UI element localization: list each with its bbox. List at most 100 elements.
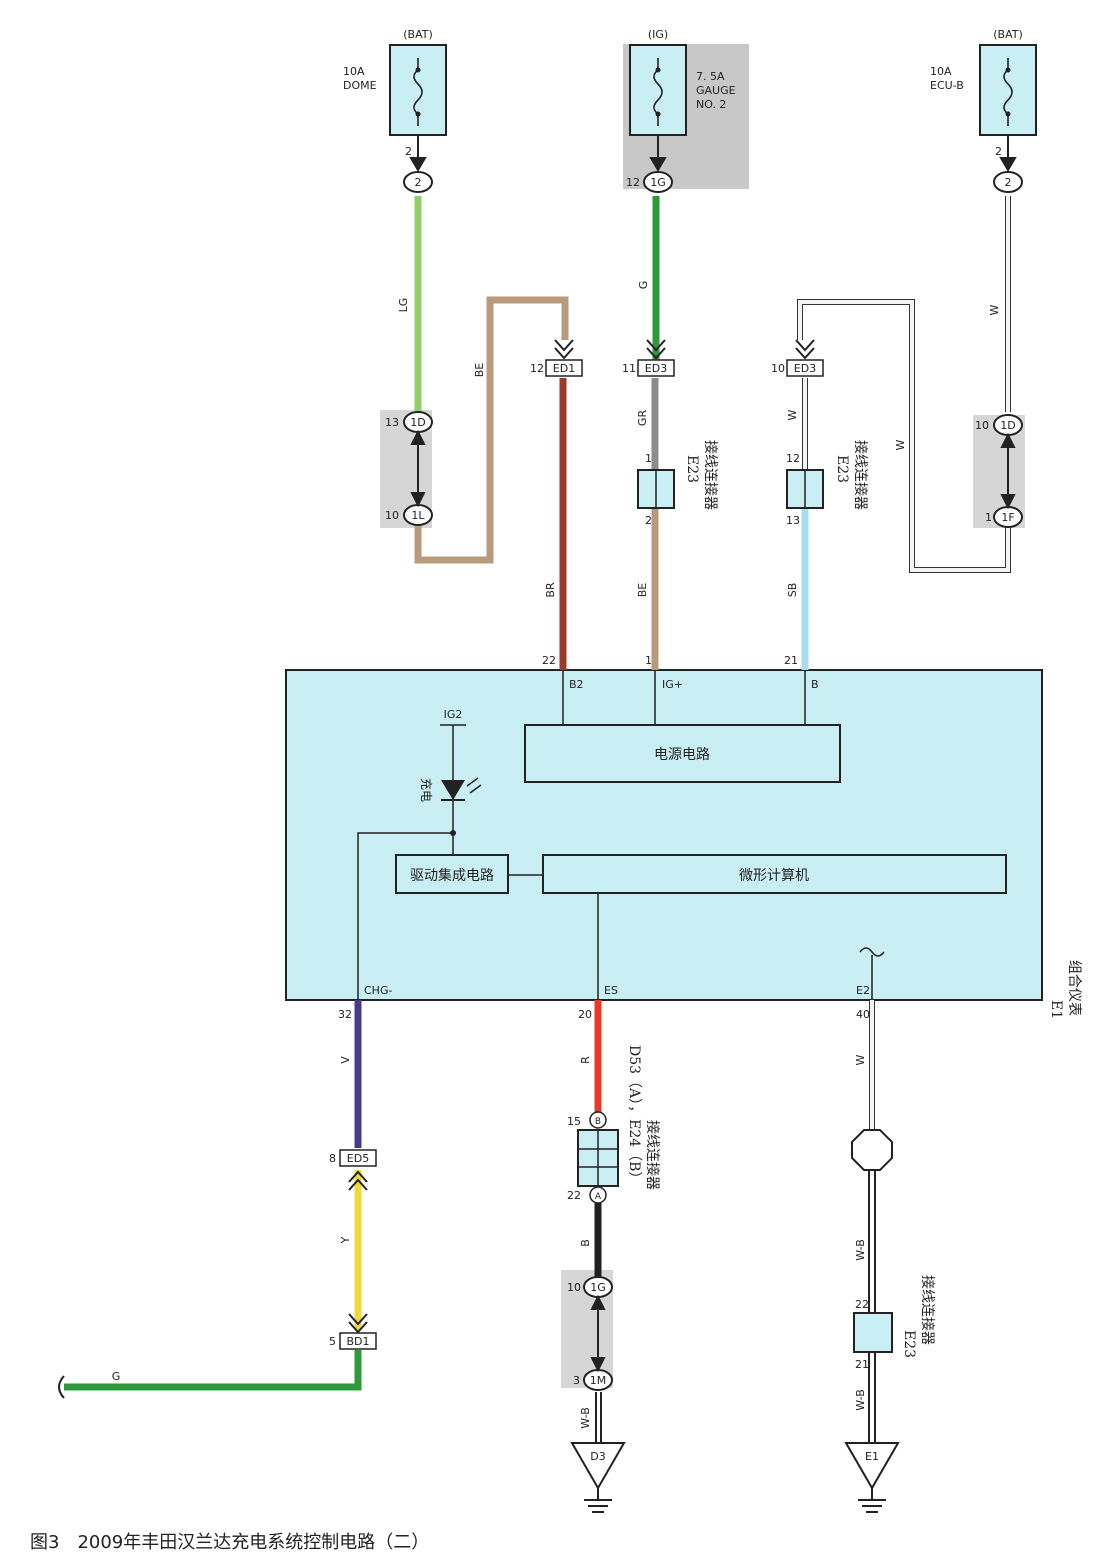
ig2-label: IG2 [444, 708, 463, 721]
fuse-ecu-b [979, 44, 1037, 136]
wire-label-sb: SB [786, 583, 799, 598]
wire-label-gr: GR [636, 410, 649, 427]
meter-pin-e2: 40 [856, 1008, 870, 1021]
right-supply-label: (BAT) [993, 28, 1023, 41]
rect-connectors [339, 359, 824, 1350]
fuse-dome [389, 44, 447, 136]
wire-label-g-bottom: G [112, 1370, 121, 1383]
e23-mid-pin-in: 1 [645, 452, 652, 465]
meter-term-chg: CHG- [364, 984, 392, 997]
ed5-name: ED5 [347, 1152, 369, 1165]
junction-octagon [851, 1129, 893, 1171]
microcomputer-label: 微形计算机 [739, 868, 809, 884]
left-fuse-name: DOME [343, 79, 377, 92]
wires [64, 196, 1011, 1443]
wire-label-r: R [579, 1056, 592, 1064]
wire-label-w-right: W [988, 304, 1001, 315]
charge-lamp-label: 充电 [419, 778, 434, 802]
power-circuit-label: 电源电路 [654, 747, 710, 763]
middle-fuse-name-1: GAUGE [696, 84, 736, 97]
meter-pin-b2: 22 [542, 654, 556, 667]
wire-label-be-low: BE [636, 583, 649, 598]
e23-right-label: E23 [834, 455, 850, 483]
wire-label-br: BR [544, 582, 557, 598]
ed3-mid-pin: 11 [622, 362, 636, 375]
meter-pin-chg: 32 [338, 1008, 352, 1021]
wire-label-lg: LG [397, 298, 410, 313]
c1g-low-name: 1G [590, 1281, 606, 1294]
e23-right-desc: 接线连接器 [852, 440, 869, 510]
bd1-name: BD1 [346, 1335, 369, 1348]
e23-low-pin-out: 21 [855, 1358, 869, 1371]
e23-low-label: E23 [901, 1330, 917, 1358]
d53-pin-a: 22 [567, 1189, 581, 1202]
meter-pin-ig: 1 [645, 654, 652, 667]
c1g-low-pin: 10 [567, 1281, 581, 1294]
c1d-left-pin: 13 [385, 416, 399, 429]
ed3-mid-name: ED3 [645, 362, 667, 375]
bd1-pin: 5 [329, 1335, 336, 1348]
junction-connectors [577, 469, 893, 1353]
wire-label-be-top: BE [473, 363, 486, 378]
c1l-left-pin: 10 [385, 509, 399, 522]
wire-be-loop [414, 296, 569, 564]
right-fuse-pin: 2 [995, 145, 1002, 158]
charge-warning-led-icon [441, 777, 482, 801]
c1m-low-pin: 3 [573, 1374, 580, 1387]
middle-fuse-rating: 7. 5A [696, 70, 725, 83]
meter-term-es: ES [604, 984, 618, 997]
fuse-gauge-no2 [629, 44, 687, 136]
wire-end-curl [58, 1375, 65, 1399]
ground-e1 [844, 1442, 900, 1513]
combination-meter-panel [285, 669, 1043, 1001]
meter-pin-es: 20 [578, 1008, 592, 1021]
e23-low-desc: 接线连接器 [919, 1275, 936, 1345]
wire-label-wb1: W-B [854, 1239, 867, 1261]
driver-ic-label: 驱动集成电路 [410, 867, 494, 884]
meter-term-ig: IG+ [662, 678, 683, 691]
ed3-right-name: ED3 [794, 362, 816, 375]
wire-label-v: V [339, 1056, 352, 1064]
junction-dot [450, 830, 456, 836]
connector-pair-arrows [410, 429, 1016, 1373]
e23-mid-desc: 接线连接器 [702, 440, 719, 510]
ground-e1-label: E1 [865, 1450, 879, 1463]
left-fuse-pin: 2 [405, 145, 412, 158]
chevrons [348, 339, 815, 1334]
d53-pin-b: 15 [567, 1115, 581, 1128]
driver-ic-box [395, 854, 509, 894]
fuse-output-arrows [409, 135, 1017, 172]
left-fuse-connector: 2 [415, 176, 422, 189]
ed1-name: ED1 [553, 362, 575, 375]
wire-label-w-loop: W [894, 439, 907, 450]
d53-label: D53（A），E24（B） [626, 1045, 642, 1185]
wire-label-g-top: G [637, 281, 650, 290]
ed3-right-pin: 10 [771, 362, 785, 375]
e23-right-pin-out: 13 [786, 514, 800, 527]
meter-component-name: 组合仪表 [1066, 960, 1082, 1016]
c1l-left-name: 1L [411, 509, 425, 522]
meter-term-b: B [811, 678, 819, 691]
wire-label-wb-d3: W-B [579, 1407, 592, 1429]
ed1-pin: 12 [530, 362, 544, 375]
wire-g-bottom [64, 1350, 362, 1391]
figure-caption: 图3 2009年丰田汉兰达充电系统控制电路（二） [30, 1532, 429, 1553]
right-fuse-name: ECU-B [930, 79, 964, 92]
wire-label-wb2: W-B [854, 1389, 867, 1411]
ed5-pin: 8 [329, 1152, 336, 1165]
d53-desc: 接线连接器 [644, 1120, 661, 1190]
meter-pin-b: 21 [784, 654, 798, 667]
left-fuse-rating: 10A [343, 65, 365, 78]
microcomputer-box [542, 854, 1007, 894]
left-supply-label: (BAT) [403, 28, 433, 41]
meter-internal-lines [357, 670, 885, 1000]
e23-low-pin-in: 22 [855, 1298, 869, 1311]
d53-tag-a: A [595, 1192, 602, 1202]
c1d-left-name: 1D [410, 416, 425, 429]
e23-mid-pin-out: 2 [645, 514, 652, 527]
ground-d3 [570, 1442, 626, 1513]
right-fuse-rating: 10A [930, 65, 952, 78]
middle-supply-label: (IG) [648, 28, 668, 41]
ground-d3-label: D3 [590, 1450, 605, 1463]
